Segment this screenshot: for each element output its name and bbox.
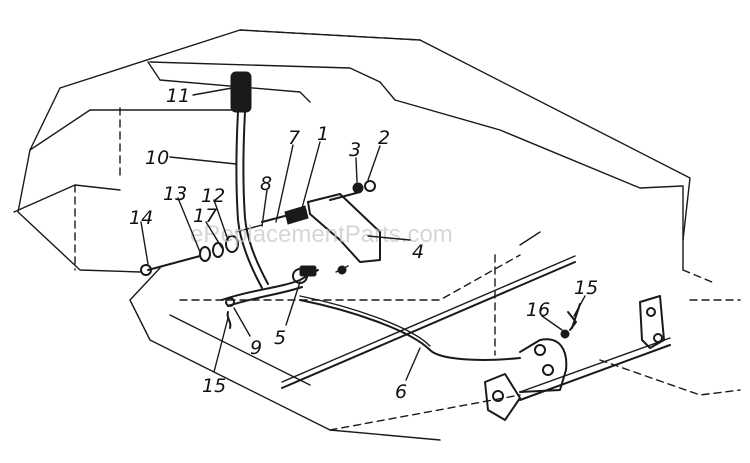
part-labels: 1 2 3 4 5 6 7 8 9 10 11 12 13 14 15 15 1… <box>129 85 598 403</box>
label-part-2: 2 <box>378 127 390 149</box>
label-part-16: 16 <box>526 299 550 321</box>
cotter-pins <box>226 311 577 331</box>
watermark-text: eReplacementParts.com <box>190 221 453 248</box>
label-part-1: 1 <box>317 123 329 145</box>
shift-lever <box>230 71 269 289</box>
label-part-17: 17 <box>193 205 217 227</box>
label-part-4: 4 <box>412 241 424 263</box>
shift-knob <box>230 71 252 113</box>
shift-plate <box>221 265 319 307</box>
label-part-12: 12 <box>201 185 225 207</box>
lower-shaft <box>484 295 671 421</box>
label-part-10: 10 <box>145 147 169 169</box>
bolt-washer-stack <box>140 235 239 276</box>
label-part-13: 13 <box>163 183 187 205</box>
leader-lines <box>140 87 586 381</box>
bracket <box>307 193 381 275</box>
label-part-5: 5 <box>274 327 286 349</box>
label-part-3: 3 <box>349 139 361 161</box>
label-part-14: 14 <box>129 207 153 229</box>
bolt-hardware-top <box>329 180 376 201</box>
label-part-15-right: 15 <box>574 277 598 299</box>
label-part-8: 8 <box>260 173 272 195</box>
tractor-body-outline <box>13 29 741 441</box>
label-part-15-left: 15 <box>202 375 226 397</box>
label-part-11: 11 <box>166 85 190 107</box>
label-part-6: 6 <box>395 381 407 403</box>
label-part-7: 7 <box>288 127 300 149</box>
label-part-9: 9 <box>250 337 262 359</box>
spring-assembly <box>235 205 309 233</box>
shift-rod <box>281 255 576 389</box>
